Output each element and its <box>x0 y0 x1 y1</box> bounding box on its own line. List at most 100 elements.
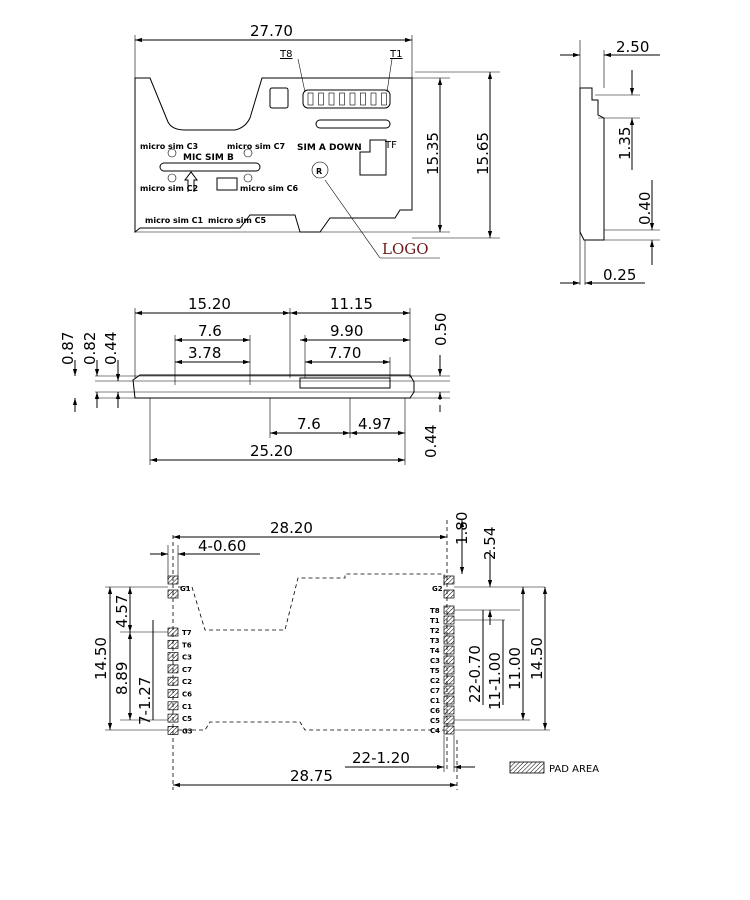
right-pin-label: T4 <box>430 647 440 655</box>
pad-g2 <box>443 575 455 585</box>
label-t1: T1 <box>389 49 402 60</box>
dim-254: 2.54 <box>481 527 499 560</box>
right-pin-label: T2 <box>430 627 440 635</box>
pad-c7 <box>167 664 179 674</box>
footprint: 28.20 4-0.60 1.80 2.54 G1 G2 14.50 4.57 … <box>92 512 599 790</box>
pad-c3 <box>167 652 179 661</box>
contact-pin <box>339 92 345 106</box>
pad-t4 <box>443 645 455 655</box>
pad-t6 <box>167 639 179 649</box>
dim-22-070: 22-0.70 <box>466 645 484 703</box>
slot <box>159 162 261 172</box>
dim-1450-left: 14.50 <box>92 637 110 680</box>
pad-c5 <box>443 715 455 725</box>
right-pin-label: C7 <box>430 687 440 695</box>
label-tf: TF <box>384 140 397 151</box>
label-c5: micro sim C5 <box>208 216 267 225</box>
left-pin-label: C6 <box>182 691 192 699</box>
label-g1: G1 <box>180 585 191 593</box>
side-view-outline <box>579 87 605 241</box>
left-pin-label: C2 <box>182 678 192 686</box>
pad-g2b <box>443 589 455 599</box>
pad-t3 <box>443 635 455 645</box>
registered-r: R <box>316 167 322 176</box>
left-pin-label: G3 <box>182 727 193 735</box>
pad-c7 <box>443 685 455 695</box>
pad-t1 <box>443 615 455 625</box>
pad-c2 <box>443 675 455 685</box>
dim-135: 1.35 <box>616 127 634 160</box>
right-pin-label: C2 <box>430 677 440 685</box>
dim-4-060: 4-0.60 <box>198 537 246 555</box>
label-c7: micro sim C7 <box>227 142 285 151</box>
pad-t8 <box>443 605 455 615</box>
arrow-up-icon <box>184 171 198 192</box>
dim-1100: 11.00 <box>506 647 524 690</box>
contact-pin <box>328 92 335 106</box>
right-pin-label: T8 <box>430 607 440 615</box>
right-pin-label: C5 <box>430 717 440 725</box>
dim-250: 2.50 <box>616 38 649 56</box>
pad-c6 <box>167 689 179 698</box>
target-mark-icon <box>167 148 177 158</box>
pad-area-label: PAD AREA <box>549 764 599 775</box>
tf-card-icon <box>359 139 387 176</box>
label-g2: G2 <box>432 585 443 593</box>
pad-c3 <box>443 655 455 665</box>
right-pin-label: T3 <box>430 637 440 645</box>
pad-c6 <box>443 705 455 715</box>
dim-7-127: 7-1.27 <box>136 677 154 725</box>
card-icon <box>216 177 238 191</box>
dim-2820: 28.20 <box>270 519 313 537</box>
contact-pin <box>381 92 387 106</box>
dim-025: 0.25 <box>603 266 636 284</box>
dim-2520: 25.20 <box>250 442 293 460</box>
contacts-profile <box>299 377 391 389</box>
dim-180: 1.80 <box>453 512 471 545</box>
dim-044-right: 0.44 <box>422 425 440 458</box>
pad-c1 <box>167 701 179 711</box>
right-pin-label: C3 <box>430 657 440 665</box>
dim-1520: 15.20 <box>188 295 231 313</box>
dim-050: 0.50 <box>432 313 450 346</box>
top-view-outline <box>134 77 413 234</box>
side-view: 2.50 1.35 0.40 0.25 <box>560 38 660 286</box>
pad-c2 <box>167 676 179 686</box>
label-sim-a-down: SIM A DOWN <box>297 143 362 153</box>
dim-1450-right: 14.50 <box>528 637 546 680</box>
right-pin-label: C6 <box>430 707 440 715</box>
pad-g1 <box>167 575 179 585</box>
dim-378: 3.78 <box>188 344 221 362</box>
top-view: 27.70 T8 T1 micro sim C3 micro sim C7 MI… <box>134 22 500 259</box>
label-c3: micro sim C3 <box>140 142 198 151</box>
dim-11-100: 11-1.00 <box>486 652 504 710</box>
label-c1: micro sim C1 <box>145 216 204 225</box>
dim-1115: 11.15 <box>330 295 373 313</box>
right-pin-label: C1 <box>430 697 440 705</box>
right-pin-label: T1 <box>430 617 440 625</box>
left-pin-label: T7 <box>182 629 192 637</box>
label-c2: micro sim C2 <box>140 184 198 193</box>
front-view: 15.20 11.15 7.6 9.90 3.78 7.70 0.87 0.82… <box>59 295 450 465</box>
left-pin-label: T6 <box>182 641 192 649</box>
dim-width: 27.70 <box>250 22 293 40</box>
dim-497: 4.97 <box>358 415 391 433</box>
registered-mark-icon <box>311 161 329 179</box>
pad-t7 <box>167 627 179 637</box>
contact-pin <box>360 92 366 106</box>
dim-082: 0.82 <box>81 332 99 365</box>
dim-889: 8.89 <box>113 662 131 695</box>
left-pin-label: C5 <box>182 715 192 723</box>
logo-callout: LOGO <box>382 240 429 258</box>
dim-040: 0.40 <box>636 192 654 225</box>
contact-window <box>302 89 391 109</box>
left-pin-label: C3 <box>182 654 192 662</box>
target-mark-icon <box>243 173 253 183</box>
right-pin-label: C4 <box>430 727 440 735</box>
contact-pin <box>318 92 324 106</box>
pad-g3 <box>167 726 179 735</box>
dim-087: 0.87 <box>59 332 77 365</box>
right-pin-label: T5 <box>430 667 440 675</box>
pad-c5 <box>167 713 179 723</box>
